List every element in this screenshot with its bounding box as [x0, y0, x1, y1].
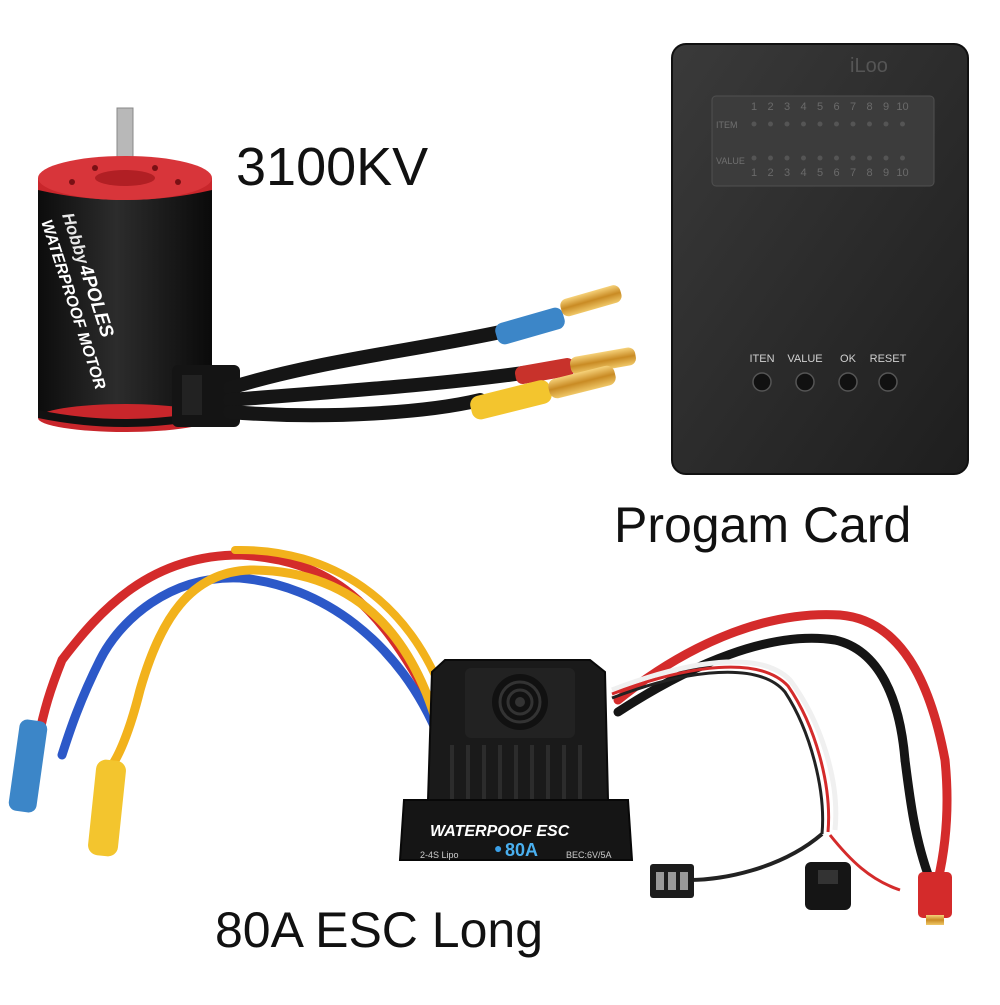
bullet-connector-1 [560, 285, 622, 317]
led-number: 6 [833, 167, 839, 179]
esc-label-plate [398, 799, 634, 861]
led-number: 3 [784, 101, 790, 113]
led-number: 7 [850, 167, 856, 179]
led-number: 4 [800, 101, 806, 113]
led-dot [850, 121, 856, 127]
card-button [795, 372, 815, 392]
led-dot [850, 155, 856, 161]
led-number: 2 [767, 167, 773, 179]
led-number: 10 [896, 167, 908, 179]
program-card-buttons: ITEN VALUE OK RESET [749, 353, 907, 392]
led-number: 8 [866, 167, 872, 179]
led-dot [867, 121, 872, 127]
led-number: 5 [817, 101, 823, 113]
blue-heatshrink [495, 307, 565, 345]
motor-bottom-ring [38, 404, 212, 432]
esc-label: WATERPOOF ESC [430, 823, 570, 840]
led-number: 3 [784, 167, 790, 179]
led-dot [834, 155, 839, 161]
led-number: 1 [751, 101, 757, 113]
program-card-display [711, 95, 935, 187]
esc-unit: WATERPOOF ESC ● 80A 2-4S Lipo BEC:6V/5A [398, 659, 634, 861]
led-dot [768, 155, 773, 161]
card-button [838, 372, 858, 392]
item-row-label: ITEM [716, 120, 738, 130]
led-dot [784, 155, 790, 161]
esc-caption: 80A ESC Long [215, 902, 544, 958]
led-dot [768, 121, 773, 127]
led-number: 6 [833, 101, 839, 113]
led-number: 8 [866, 101, 872, 113]
card-button [878, 372, 898, 392]
led-number: 9 [883, 167, 889, 179]
esc-bec: BEC:6V/5A [566, 850, 612, 860]
esc-yellow-connector [88, 759, 126, 857]
led-dot [784, 121, 790, 127]
led-dot [801, 121, 806, 127]
led-dot [751, 121, 757, 127]
motor-body [38, 190, 212, 429]
led-dot [867, 155, 872, 161]
card-button-label: OK [840, 353, 857, 365]
esc-lipo: 2-4S Lipo [420, 850, 459, 860]
esc-rating: 80A [505, 840, 538, 860]
led-number: 4 [800, 167, 806, 179]
led-dot [817, 121, 823, 127]
esc-wires [8, 545, 952, 925]
program-card-brand: iLoo [850, 55, 888, 77]
motor-caption: 3100KV [236, 137, 429, 197]
yellow-heatshrink [470, 380, 552, 420]
led-number: 9 [883, 101, 889, 113]
card-button-label: RESET [870, 353, 907, 365]
esc-drop-icon: ● [494, 840, 502, 856]
led-dot [883, 121, 889, 127]
card-button [752, 372, 772, 392]
bullet-connector-2 [570, 347, 636, 375]
power-switch [805, 862, 851, 910]
led-dot [834, 121, 839, 127]
led-dot [900, 121, 905, 127]
led-number: 2 [767, 101, 773, 113]
led-dot [883, 155, 889, 161]
led-number: 5 [817, 167, 823, 179]
led-dot [751, 155, 757, 161]
t-plug-connector [918, 872, 952, 918]
program-card-caption: Progam Card [614, 497, 912, 553]
led-number: 7 [850, 101, 856, 113]
value-row-label: VALUE [716, 156, 745, 166]
led-dot [900, 155, 905, 161]
led-dot [801, 155, 806, 161]
esc-blue-connector [8, 719, 48, 813]
led-number: 1 [751, 167, 757, 179]
brushless-motor: Hobby 4POLES WATERPROOF MOTOR [37, 107, 240, 432]
card-button-label: VALUE [787, 353, 822, 365]
led-dot [817, 155, 823, 161]
bullet-connector-3 [548, 365, 616, 399]
motor-leads [223, 285, 636, 423]
card-button-label: ITEN [749, 353, 774, 365]
led-number: 10 [896, 101, 908, 113]
